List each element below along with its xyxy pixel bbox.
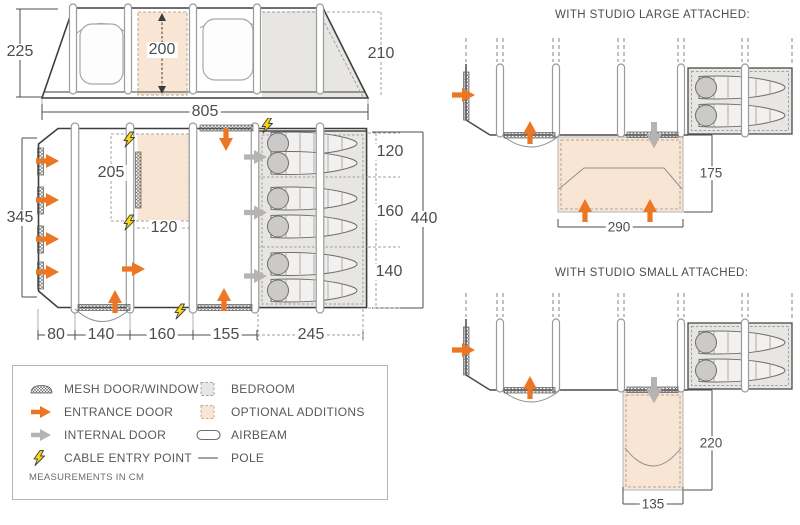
dim-elevation-door-height: 200 xyxy=(146,41,178,58)
elevation-bedroom-area xyxy=(262,10,367,97)
legend-item: INTERNAL DOOR xyxy=(29,423,199,446)
studio-small-diagram xyxy=(452,293,793,505)
cut-beam-dashes xyxy=(465,38,793,64)
legend-item: MESH DOOR/WINDOW xyxy=(29,377,199,400)
dim-depth-total: 440 xyxy=(408,210,440,227)
internal-arrow-icon xyxy=(29,427,55,443)
legend-item: AIRBEAM xyxy=(196,423,365,446)
elevation-window xyxy=(76,22,125,85)
dim-studio-small-width: 135 xyxy=(639,496,667,512)
bedroom-inner-dashed xyxy=(691,71,789,131)
bedroom-swatch-icon xyxy=(196,381,222,397)
dim-bottom-seg-5: 245 xyxy=(295,326,327,343)
studio-large-dashed xyxy=(560,139,681,210)
legend-label: OPTIONAL ADDITIONS xyxy=(231,404,365,419)
elevation-diagram xyxy=(16,3,382,120)
dim-optional-width: 120 xyxy=(148,219,180,236)
entrance-arrow-icon xyxy=(29,404,55,420)
dim-bottom-seg-4: 155 xyxy=(210,326,242,343)
studio-large-diagram xyxy=(452,38,793,228)
dim-bottom-seg-1: 80 xyxy=(45,326,67,343)
dim-elevation-height-right: 210 xyxy=(365,45,397,62)
dim-optional-height: 205 xyxy=(95,164,127,181)
dim-bottom-seg-2: 140 xyxy=(85,326,117,343)
legend-label: POLE xyxy=(231,450,265,465)
dim-studio-large-depth: 175 xyxy=(697,165,725,181)
studio-large-canopy-line xyxy=(558,167,683,190)
dim-extension-lines xyxy=(37,309,194,330)
airbeam-swatch-icon xyxy=(196,427,222,443)
dim-studio-large-width: 290 xyxy=(605,219,633,235)
legend-item: BEDROOM xyxy=(196,377,365,400)
optional-swatch-icon xyxy=(196,404,222,420)
elevation-airbeams xyxy=(68,3,325,95)
legend-label: AIRBEAM xyxy=(231,427,288,442)
dim-bedroom-seg-1: 120 xyxy=(374,143,406,160)
dim-extension-lines xyxy=(41,99,369,104)
legend-label: ENTRANCE DOOR xyxy=(64,404,174,419)
legend-column-left: MESH DOOR/WINDOW ENTRANCE DOOR INTERNAL … xyxy=(29,377,199,469)
studio-small-title: WITH STUDIO SMALL ATTACHED: xyxy=(555,267,749,279)
bedroom-inner-dashed xyxy=(691,326,789,386)
pole-swatch-icon xyxy=(196,450,222,466)
cable-bolt-icon xyxy=(29,449,55,466)
door-arc xyxy=(502,135,560,148)
studio-large-title: WITH STUDIO LARGE ATTACHED: xyxy=(555,9,751,21)
mesh-swatch-icon xyxy=(29,381,55,397)
legend-item: OPTIONAL ADDITIONS xyxy=(196,400,365,423)
height-200-arrow xyxy=(158,13,166,94)
dim-elevation-width: 805 xyxy=(189,103,221,120)
dim-studio-small-depth: 220 xyxy=(697,435,725,451)
dim-bedroom-seg-3: 140 xyxy=(373,263,405,280)
door-arc xyxy=(502,390,560,403)
airbeams xyxy=(495,318,750,393)
legend-item: CABLE ENTRY POINT xyxy=(29,446,199,469)
legend-label: CABLE ENTRY POINT xyxy=(64,450,193,465)
legend-item: POLE xyxy=(196,446,365,469)
legend-column-right: BEDROOM OPTIONAL ADDITIONS AIRBEAM xyxy=(196,377,365,469)
dim-bedroom-seg-2: 160 xyxy=(374,203,406,220)
legend-note: MEASUREMENTS IN CM xyxy=(29,472,145,483)
door-arc xyxy=(74,308,131,322)
dim-floor-width-left: 345 xyxy=(4,209,36,226)
studio-small-canopy-line xyxy=(624,447,682,467)
dim-bottom-seg-3: 160 xyxy=(146,326,178,343)
legend-label: INTERNAL DOOR xyxy=(64,427,167,442)
mesh-door-windows xyxy=(463,326,679,394)
cut-beam-dashes xyxy=(465,293,793,319)
studio-large-area xyxy=(557,136,684,213)
optional-addition-area xyxy=(137,134,189,221)
legend-label: MESH DOOR/WINDOW xyxy=(64,381,199,396)
studio-small-area xyxy=(622,391,684,491)
elevation-window xyxy=(199,18,257,81)
legend: MESH DOOR/WINDOW ENTRANCE DOOR INTERNAL … xyxy=(12,365,388,500)
legend-item: ENTRANCE DOOR xyxy=(29,400,199,423)
dim-lines xyxy=(622,389,713,505)
legend-label: BEDROOM xyxy=(231,381,296,396)
dim-elevation-height-left: 225 xyxy=(4,43,36,60)
mesh-door-windows xyxy=(463,71,679,139)
airbeams xyxy=(495,63,750,138)
